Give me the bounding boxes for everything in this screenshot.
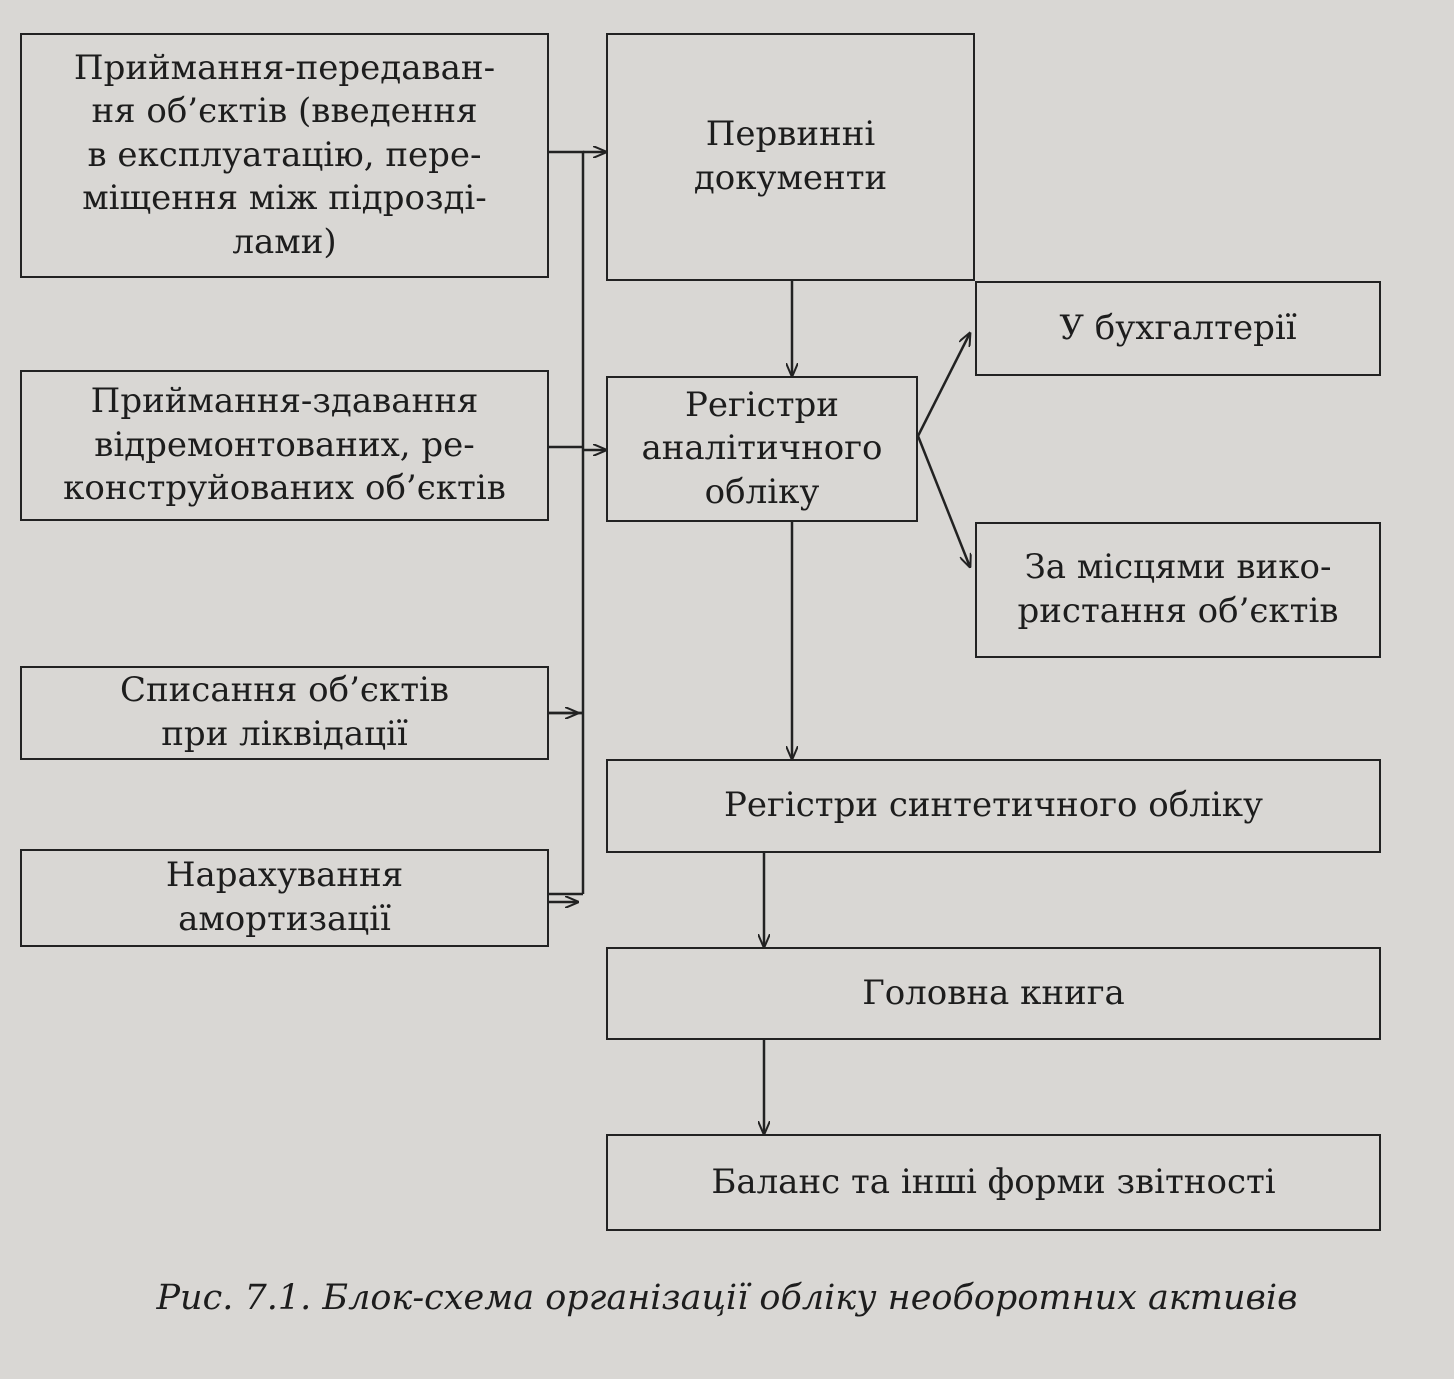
arrow-to-by-location [916,435,970,567]
figure-caption: Рис. 7.1. Блок-схема організації обліку … [156,1278,1298,1318]
box-label: Регістри аналітичного обліку [641,384,883,512]
input-bus-line [549,150,585,894]
box-acceptance-transfer: Приймання-передаван- ня об’єктів (введен… [20,33,549,278]
box-label: Головна книга [862,972,1125,1013]
box-label: Нарахування амортизації [165,855,404,939]
box-depreciation: Нарахування амортизації [20,849,549,947]
box-analytical-registers: Регістри аналітичного обліку [606,376,918,522]
box-in-accounting: У бухгалтерії [975,281,1381,376]
box-primary-documents: Первинні документи [606,33,975,281]
box-label: Баланс та інші форми звітності [711,1161,1276,1202]
box-general-ledger: Головна книга [606,947,1381,1040]
box-label: Первинні документи [693,114,888,198]
box-acceptance-repair: Приймання-здавання відремонтованих, ре- … [20,370,549,521]
arrow-to-in-accounting [916,333,970,437]
box-label: У бухгалтерії [1059,307,1297,348]
box-label: Списання об’єктів при ліквідації [119,670,450,754]
box-label: Регістри синтетичного обліку [724,785,1263,826]
box-write-off: Списання об’єктів при ліквідації [20,666,549,760]
box-balance: Баланс та інші форми звітності [606,1134,1381,1231]
box-label: Приймання-здавання відремонтованих, ре- … [63,381,506,509]
box-label: Приймання-передаван- ня об’єктів (введен… [73,47,496,262]
box-by-location: За місцями вико- ристання об’єктів [975,522,1381,658]
box-label: За місцями вико- ристання об’єктів [1017,547,1339,631]
box-synthetic-registers: Регістри синтетичного обліку [606,759,1381,853]
